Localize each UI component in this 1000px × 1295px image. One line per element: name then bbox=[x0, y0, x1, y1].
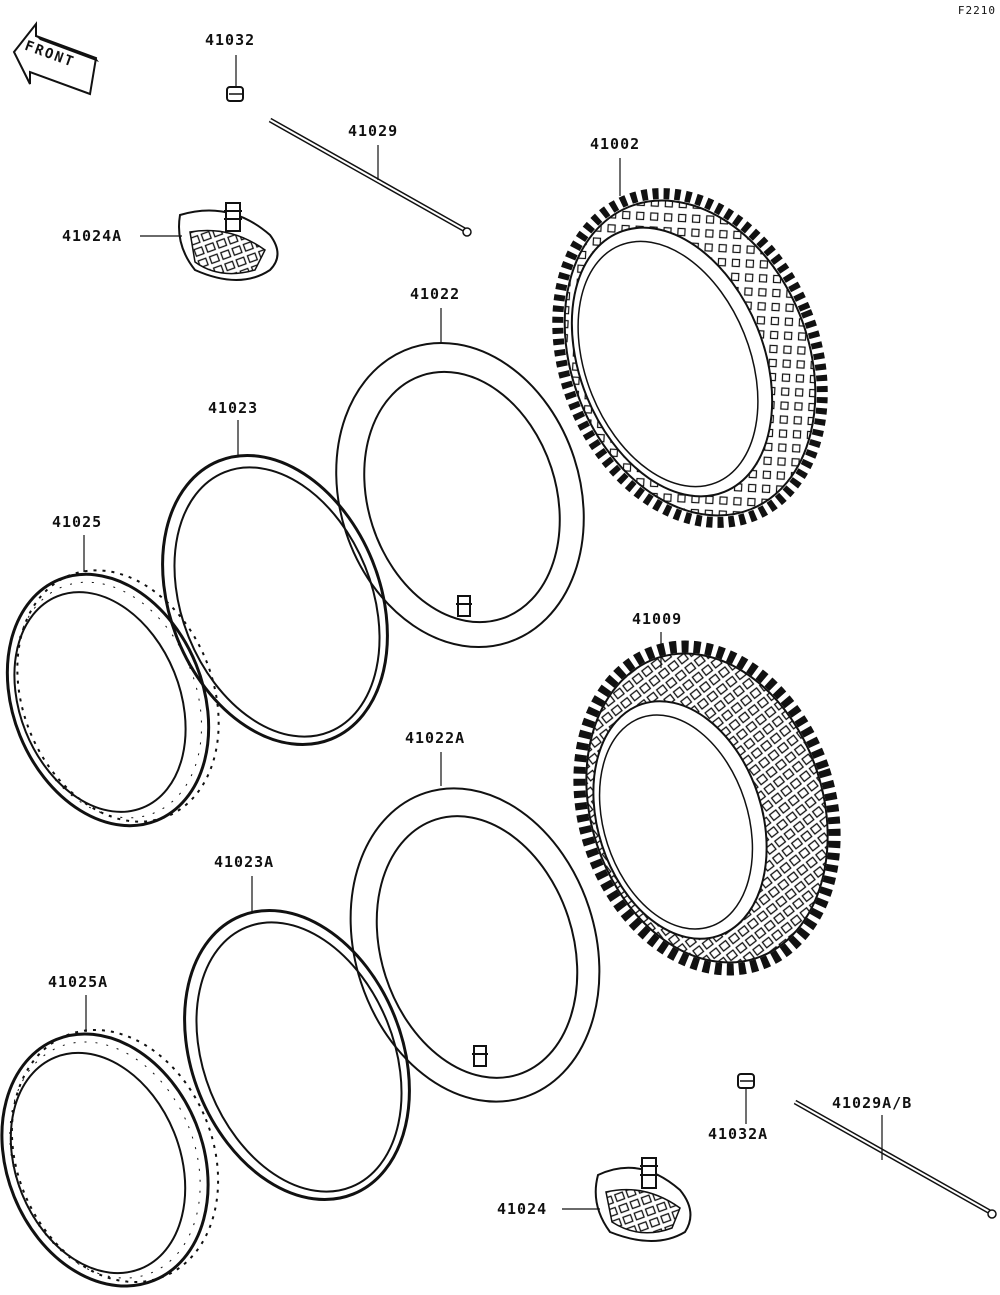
rim-band-41023-icon bbox=[161, 453, 389, 747]
front-tire-41002-icon bbox=[552, 188, 828, 528]
diagram-code: F2210 bbox=[957, 4, 996, 17]
rim-lock-41024A-icon bbox=[178, 202, 279, 281]
tube-41022-icon bbox=[335, 341, 585, 649]
spoke-41029-icon bbox=[268, 117, 472, 237]
part-label-41025A: 41025A bbox=[48, 973, 109, 991]
tube-41022A-icon bbox=[349, 787, 601, 1103]
part-label-41029: 41029 bbox=[348, 122, 399, 140]
part-label-41024A: 41024A bbox=[62, 227, 123, 245]
valve-nut-41032-icon bbox=[226, 86, 244, 102]
rim-41025-icon bbox=[5, 569, 220, 828]
part-label-41024: 41024 bbox=[497, 1200, 548, 1218]
part-label-41002: 41002 bbox=[590, 135, 641, 153]
part-label-41022: 41022 bbox=[410, 285, 461, 303]
part-label-41025: 41025 bbox=[52, 513, 103, 531]
part-label-41023A: 41023A bbox=[214, 853, 275, 871]
part-label-41023: 41023 bbox=[208, 399, 259, 417]
spoke-41029AB-icon bbox=[793, 1099, 997, 1219]
part-label-41032: 41032 bbox=[205, 31, 256, 49]
rim-lock-41024-icon bbox=[594, 1157, 692, 1242]
part-label-41009: 41009 bbox=[632, 610, 683, 628]
front-arrow-icon bbox=[12, 21, 99, 96]
rim-41025A-icon bbox=[0, 1028, 220, 1288]
part-label-41032A: 41032A bbox=[708, 1125, 769, 1143]
valve-nut-41032A-icon bbox=[737, 1073, 755, 1089]
rear-tire-41009-icon bbox=[573, 640, 841, 976]
rim-band-41023A-icon bbox=[183, 908, 411, 1202]
part-label-41029AB: 41029A/B bbox=[832, 1094, 913, 1112]
part-label-41022A: 41022A bbox=[405, 729, 466, 747]
